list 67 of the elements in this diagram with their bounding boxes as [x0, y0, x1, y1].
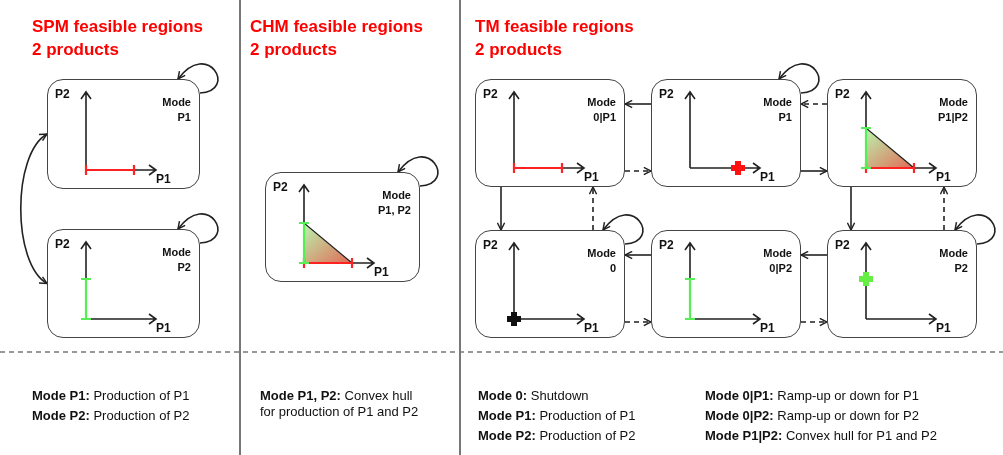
mode-description: Mode P1: Production of P1 — [32, 388, 190, 404]
transition-arrow — [624, 99, 652, 109]
axis-label: P2 — [55, 88, 70, 100]
axis-label: P1 — [936, 322, 951, 334]
mode-description: Mode P2: Production of P2 — [478, 428, 636, 444]
mode-label: Mode 0 — [586, 246, 616, 276]
mode-label: Mode P1, P2 — [376, 188, 411, 218]
axis-label: P2 — [659, 88, 674, 100]
transition-arrow — [800, 166, 828, 176]
mode-box — [475, 230, 625, 338]
axis-label: P1 — [760, 171, 775, 183]
section-title: SPM feasible regions 2 products — [32, 16, 204, 61]
axis-label: P2 — [273, 181, 288, 193]
axis-label: P2 — [483, 88, 498, 100]
mode-box — [265, 172, 420, 282]
axis-label: P1 — [584, 171, 599, 183]
transition-arrow — [800, 317, 828, 327]
transition-arrow — [602, 214, 644, 245]
section-title: TM feasible regions 2 products — [475, 16, 635, 61]
mode-label: Mode P1|P2 — [937, 95, 968, 125]
axis-label: P2 — [659, 239, 674, 251]
axis-label: P2 — [835, 239, 850, 251]
section-title: CHM feasible regions 2 products — [250, 16, 424, 61]
mode-description: Mode P1|P2: Convex hull for P1 and P2 — [705, 428, 937, 444]
axis-label: P1 — [936, 171, 951, 183]
transition-arrow — [397, 156, 439, 187]
mode-box — [47, 79, 200, 189]
transition-arrow — [177, 63, 219, 94]
transition-arrow — [800, 99, 828, 109]
axis-label: P2 — [835, 88, 850, 100]
mode-box — [827, 79, 977, 187]
mode-label: Mode P2 — [938, 246, 968, 276]
transition-arrow — [778, 63, 820, 94]
mode-label: Mode P1 — [762, 95, 792, 125]
transition-arrow — [177, 213, 219, 244]
transition-arrow — [800, 250, 828, 260]
mode-box — [475, 79, 625, 187]
mode-label: Mode P2 — [161, 245, 191, 275]
transition-arrow — [496, 186, 506, 231]
axis-label: P2 — [483, 239, 498, 251]
mode-box — [47, 229, 200, 338]
mode-description: Mode 0|P1: Ramp-up or down for P1 — [705, 388, 919, 404]
mode-label: Mode 0|P2 — [762, 246, 792, 276]
transition-arrow — [624, 166, 652, 176]
mode-label: Mode P1 — [161, 95, 191, 125]
axis-label: P1 — [584, 322, 599, 334]
mode-box — [651, 230, 801, 338]
transition-arrow — [939, 186, 949, 231]
transition-arrow — [624, 317, 652, 327]
transition-arrow — [846, 186, 856, 231]
mode-description: Mode P2: Production of P2 — [32, 408, 190, 424]
axis-label: P2 — [55, 238, 70, 250]
mode-description: Mode P1, P2: Convex hull for production of P1 and P2 — [260, 388, 420, 420]
axis-label: P1 — [760, 322, 775, 334]
mode-box — [827, 230, 977, 338]
transition-arrow — [588, 186, 598, 231]
mode-description: Mode 0: Shutdown — [478, 388, 589, 404]
mode-description: Mode 0|P2: Ramp-up or down for P2 — [705, 408, 919, 424]
transition-arrow — [954, 214, 996, 245]
mode-description: Mode P1: Production of P1 — [478, 408, 636, 424]
mode-label: Mode 0|P1 — [586, 95, 616, 125]
axis-label: P1 — [156, 322, 171, 334]
transition-arrow — [624, 250, 652, 260]
axis-label: P1 — [374, 266, 389, 278]
mode-box — [651, 79, 801, 187]
transition-arrow — [19, 133, 48, 285]
axis-label: P1 — [156, 173, 171, 185]
